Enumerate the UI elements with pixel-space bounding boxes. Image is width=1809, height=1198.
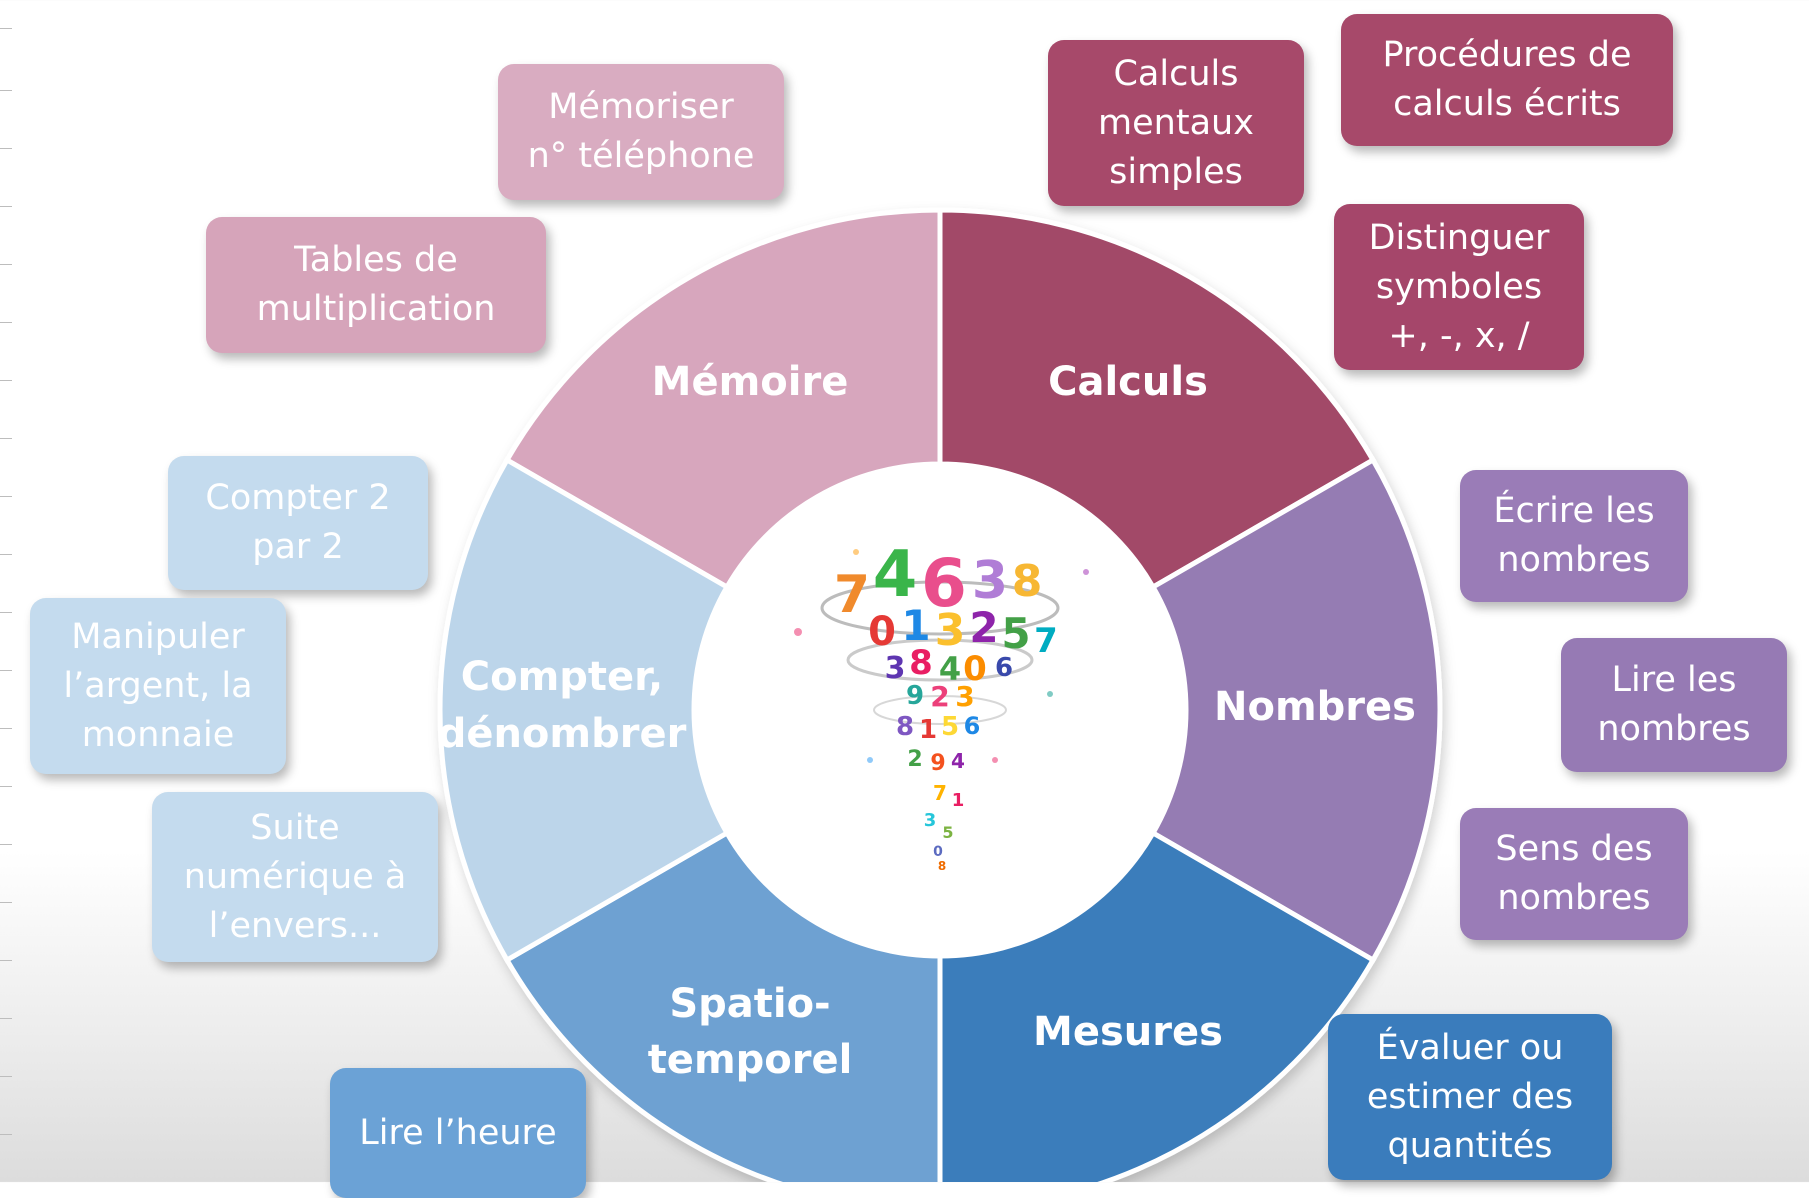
- svg-text:4: 4: [873, 538, 918, 612]
- svg-text:2: 2: [969, 603, 998, 652]
- svg-text:6: 6: [921, 545, 967, 622]
- svg-text:8: 8: [896, 712, 914, 742]
- svg-text:8: 8: [909, 643, 933, 683]
- box-lire-nombres: Lire les nombres: [1561, 638, 1787, 772]
- svg-text:5: 5: [942, 823, 953, 842]
- box-suite-numerique: Suite numérique à l’envers...: [152, 792, 438, 962]
- segment-label-spatio-line2: temporel: [648, 1037, 853, 1083]
- svg-text:8: 8: [1012, 556, 1043, 607]
- svg-text:3: 3: [972, 551, 1008, 611]
- svg-text:7: 7: [933, 781, 947, 805]
- segment-label-spatio-line1: Spatio-: [669, 981, 830, 1027]
- svg-text:2: 2: [930, 680, 949, 713]
- svg-text:3: 3: [955, 680, 974, 713]
- center-circle: [694, 464, 1186, 956]
- svg-text:8: 8: [938, 859, 946, 873]
- box-distinguer-symboles: Distinguer symboles +, -, x, /: [1334, 204, 1584, 370]
- box-calculs-mentaux: Calculs mentaux simples: [1048, 40, 1304, 206]
- svg-text:5: 5: [1001, 609, 1030, 658]
- svg-text:4: 4: [951, 749, 965, 773]
- segment-label-compter-line2: dénombrer: [438, 711, 687, 757]
- svg-text:4: 4: [939, 650, 961, 688]
- svg-text:1: 1: [952, 790, 965, 811]
- box-sens-nombres: Sens des nombres: [1460, 808, 1688, 940]
- svg-text:3: 3: [885, 651, 906, 686]
- svg-text:5: 5: [941, 712, 959, 742]
- box-ecrire-nombres: Écrire les nombres: [1460, 470, 1688, 602]
- page-margin-rules: [0, 0, 14, 1182]
- box-memoriser-telephone: Mémoriser n° téléphone: [498, 64, 784, 200]
- svg-text:1: 1: [901, 601, 930, 650]
- svg-text:0: 0: [963, 649, 987, 689]
- svg-text:6: 6: [995, 653, 1013, 683]
- box-tables-multiplication: Tables de multiplication: [206, 217, 546, 353]
- svg-text:9: 9: [930, 751, 945, 776]
- svg-text:1: 1: [919, 715, 937, 745]
- svg-text:9: 9: [906, 681, 924, 711]
- svg-text:3: 3: [924, 810, 937, 831]
- segment-label-mesures: Mesures: [1033, 1009, 1223, 1055]
- svg-text:0: 0: [933, 844, 943, 860]
- segment-label-compter-line1: Compter,: [461, 654, 663, 700]
- box-lire-heure: Lire l’heure: [330, 1068, 586, 1198]
- svg-text:6: 6: [964, 712, 981, 740]
- box-manipuler-argent: Manipuler l’argent, la monnaie: [30, 598, 286, 774]
- segment-label-memoire: Mémoire: [652, 359, 849, 405]
- segment-label-calculs: Calculs: [1048, 359, 1208, 405]
- svg-text:2: 2: [907, 747, 922, 772]
- svg-text:3: 3: [935, 605, 966, 656]
- svg-text:0: 0: [868, 609, 896, 655]
- svg-text:7: 7: [1034, 621, 1058, 661]
- svg-text:7: 7: [834, 565, 870, 625]
- box-procedures-calculs: Procédures de calculs écrits: [1341, 14, 1673, 146]
- box-compter-2-par-2: Compter 2 par 2: [168, 456, 428, 590]
- number-tornado-icon: 7 4 6 3 8 0 1 3 2 5 7 3 8 4 0 6 9 2 3 8 …: [794, 538, 1089, 873]
- box-evaluer-quantites: Évaluer ou estimer des quantités: [1328, 1014, 1612, 1180]
- segment-label-nombres: Nombres: [1214, 684, 1416, 730]
